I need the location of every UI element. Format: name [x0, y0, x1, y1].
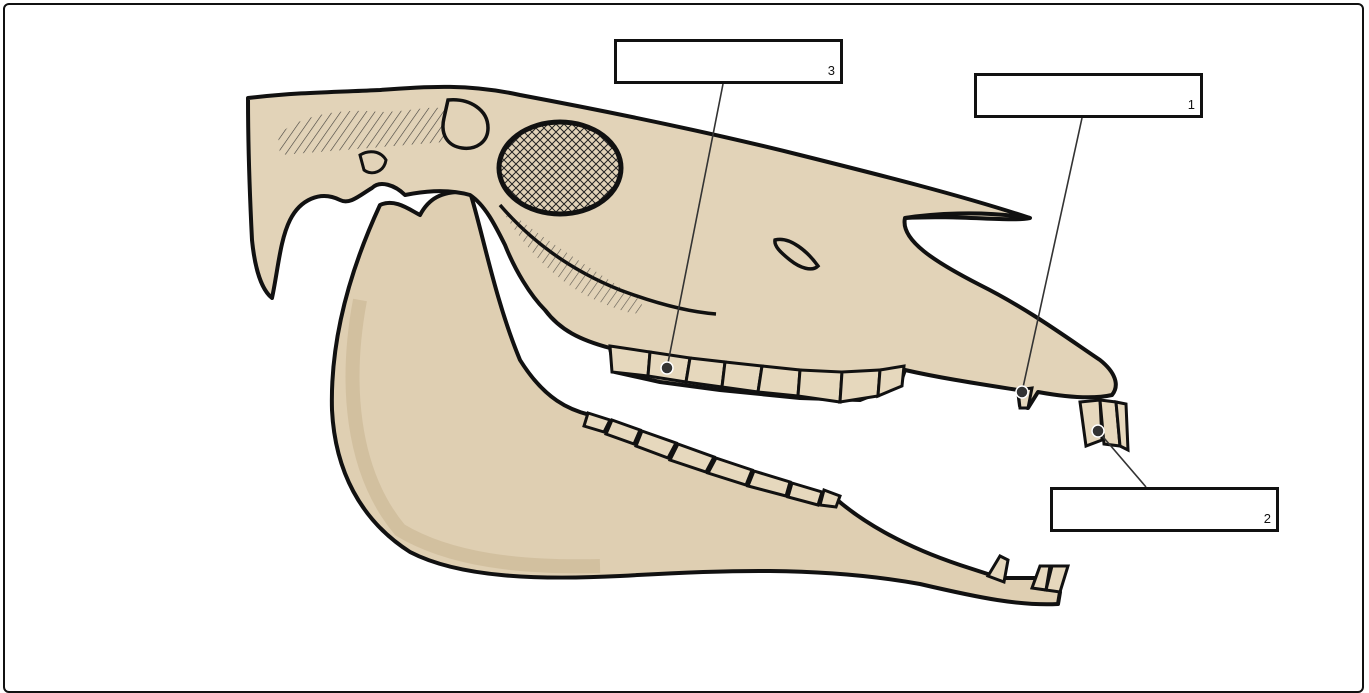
label-input-2[interactable]: [1057, 494, 1254, 525]
label-box-2[interactable]: 2: [1050, 487, 1279, 532]
label-input-3[interactable]: [621, 46, 818, 77]
label-number-1: 1: [1188, 98, 1195, 111]
label-box-3[interactable]: 3: [614, 39, 843, 84]
label-box-1[interactable]: 1: [974, 73, 1203, 118]
label-input-1[interactable]: [981, 80, 1178, 111]
orbit: [499, 122, 621, 214]
pointer-dot-1: [1016, 386, 1028, 398]
label-number-2: 2: [1264, 512, 1271, 525]
label-number-3: 3: [828, 64, 835, 77]
pointer-dot-2: [1092, 425, 1104, 437]
pointer-dot-3: [661, 362, 673, 374]
upper-incisors: [1080, 400, 1128, 450]
